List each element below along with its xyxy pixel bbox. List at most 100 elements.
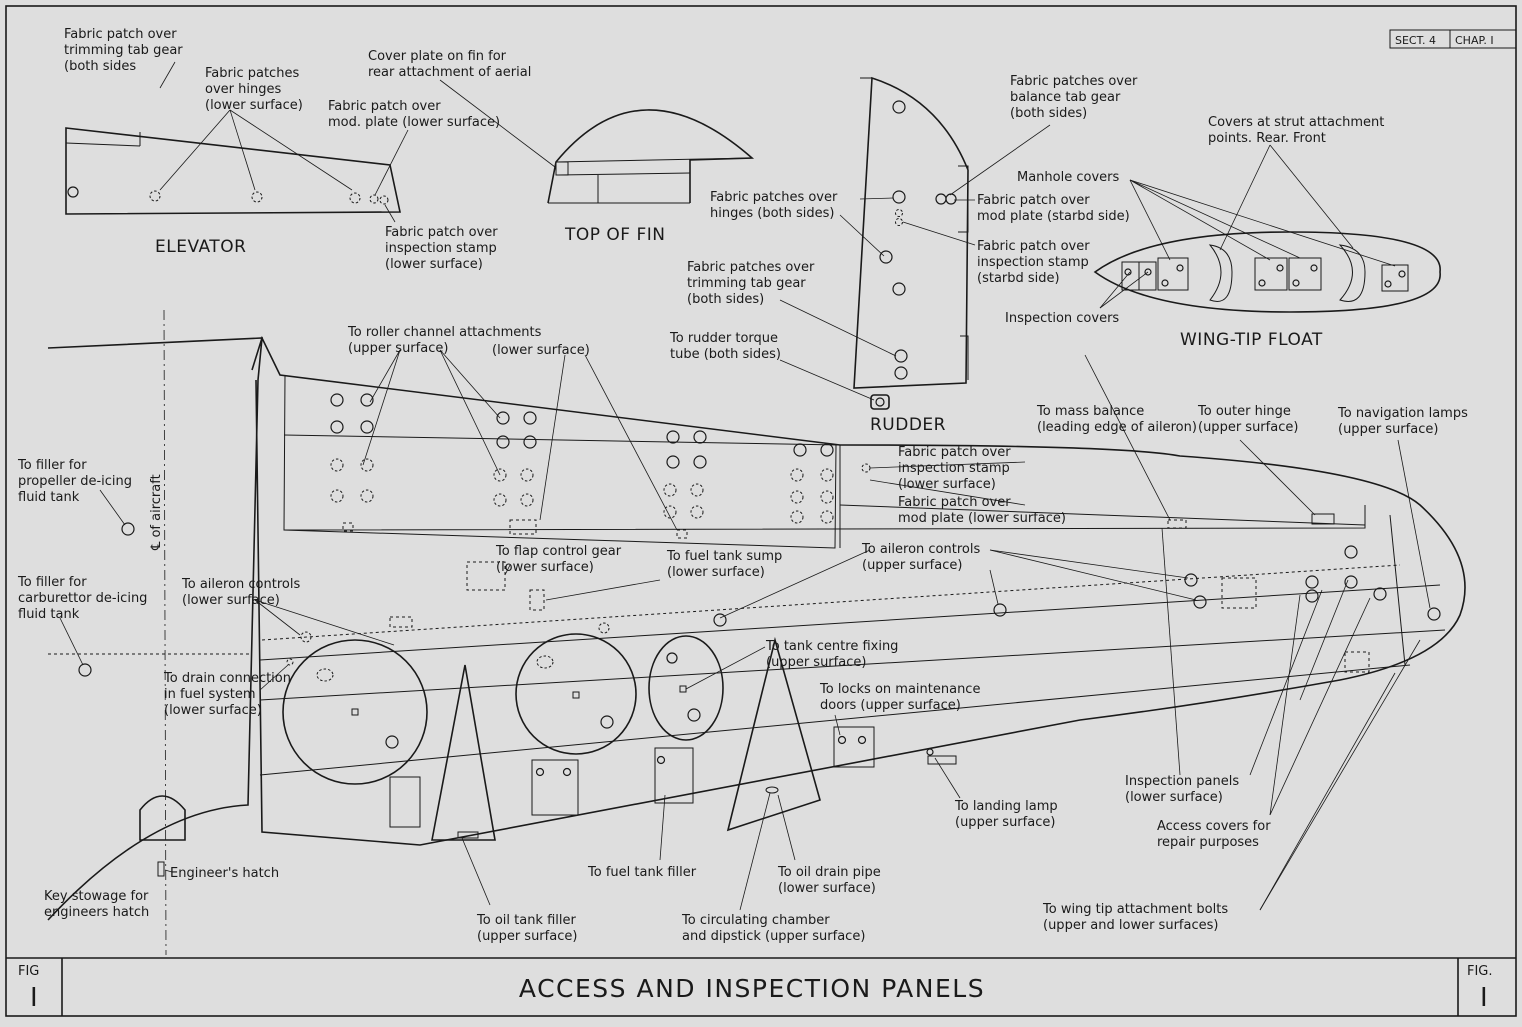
callout-line: doors (upper surface) [820,698,961,713]
callout-line: Fabric patch over [898,445,1011,460]
engineers-hatch [139,795,186,841]
elevator-stamp-patch [379,195,389,205]
callout-line: trimming tab gear [687,276,806,291]
callout-line: Fabric patch over [385,225,498,240]
fig-right-number: I [1480,983,1488,1013]
callout-line: Inspection covers [1005,311,1119,326]
callout-line: To outer hinge [1197,404,1291,419]
callout-float-insp: Inspection covers [1005,311,1119,326]
callout-line: (upper surface) [1198,420,1298,435]
rudder-title: RUDDER [870,415,946,435]
fig-left-number: I [30,983,38,1013]
callout-line: (lower surface) [496,560,594,575]
callout-line: Fabric patch over [977,239,1090,254]
wing-tip-float-view [1093,231,1441,313]
callout-line: Fabric patch over [977,193,1090,208]
fin-aerial-cover [555,161,569,176]
wing-tip-float-title: WING-TIP FLOAT [1180,330,1323,350]
callout-line: balance tab gear [1010,90,1121,105]
callout-line: (both sides [64,59,136,74]
callout-line: (upper surface) [477,929,577,944]
callout-line: hinges (both sides) [710,206,834,221]
fig-left-label: FIG [18,964,39,979]
top-of-fin-title: TOP OF FIN [564,225,666,245]
rudder-torque-tube-cover [870,394,890,410]
callout-line: Inspection panels [1125,774,1239,789]
callout-line: Cover plate on fin for [368,49,507,64]
callout-line: (upper surface) [348,341,448,356]
callout-line: Engineer's hatch [170,866,279,881]
callout-line: (upper and lower surfaces) [1043,918,1218,933]
callout-line: (lower surface) [492,343,590,358]
fig-right-label: FIG. [1467,964,1493,979]
callout-line: To locks on maintenance [819,682,980,697]
callout-flap-gear: To flap control gear(lower surface) [495,544,622,575]
callout-line: fluid tank [18,490,80,505]
callout-line: points. Rear. Front [1208,131,1326,146]
callout-line: (both sides) [1010,106,1087,121]
callout-line: propeller de-icing [18,474,132,489]
flap-outline [283,374,837,549]
callout-line: fluid tank [18,607,80,622]
callout-line: (both sides) [687,292,764,307]
elevator-hinge-patch [349,192,361,204]
callout-line: (lower surface) [385,257,483,272]
callout-line: To oil drain pipe [777,865,881,880]
drawing-title: ACCESS AND INSPECTION PANELS [519,974,985,1003]
callout-line: To fuel tank sump [666,549,782,564]
callout-line: Key stowage for [44,889,149,904]
callout-line: To wing tip attachment bolts [1042,902,1228,917]
callout-line: (lower surface) [1125,790,1223,805]
callout-aileron-upper: To aileron controls(upper surface) [861,542,980,573]
callout-line: trimming tab gear [64,43,183,58]
callout-line: (lower surface) [205,98,303,113]
callout-line: mod plate (starbd side) [977,209,1130,224]
section-box [1389,29,1517,49]
callout-tank-centre: To tank centre fixing(upper surface) [765,639,898,670]
callout-eng-hatch: Engineer's hatch [170,866,279,881]
callout-landing-lamp: To landing lamp(upper surface) [954,799,1058,830]
callout-line: Fabric patches over [1010,74,1138,89]
key-stowage [157,861,165,877]
callout-line: To rudder torque [669,331,778,346]
callout-line: (upper surface) [1338,422,1438,437]
callout-line: Fabric patch over [898,495,1011,510]
callout-oil-drain: To oil drain pipe(lower surface) [777,865,881,896]
callout-line: (upper surface) [955,815,1055,830]
elevator-hinge-patch [251,191,263,203]
callout-line: and dipstick (upper surface) [682,929,865,944]
aircraft-centreline-label: ℄ of aircraft [149,474,164,551]
callout-line: To aileron controls [861,542,980,557]
section-ref: SECT. 4 [1395,34,1436,47]
callout-line: To filler for [17,458,87,473]
callout-line: carburettor de-icing [18,591,147,606]
fuel-tank-cover [282,639,428,785]
callout-line: To drain connection [163,671,291,686]
fuel-tank-cover [515,633,637,755]
fuel-tank-cover [648,635,724,741]
callout-aileron-lower: To aileron controls(lower surface) [181,577,300,608]
maintenance-door [726,636,821,832]
callout-line: (lower surface) [164,703,262,718]
callout-line: mod. plate (lower surface) [328,115,500,130]
callout-line: To tank centre fixing [765,639,898,654]
centre-section-outline [47,337,263,921]
callout-line: over hinges [205,82,281,97]
